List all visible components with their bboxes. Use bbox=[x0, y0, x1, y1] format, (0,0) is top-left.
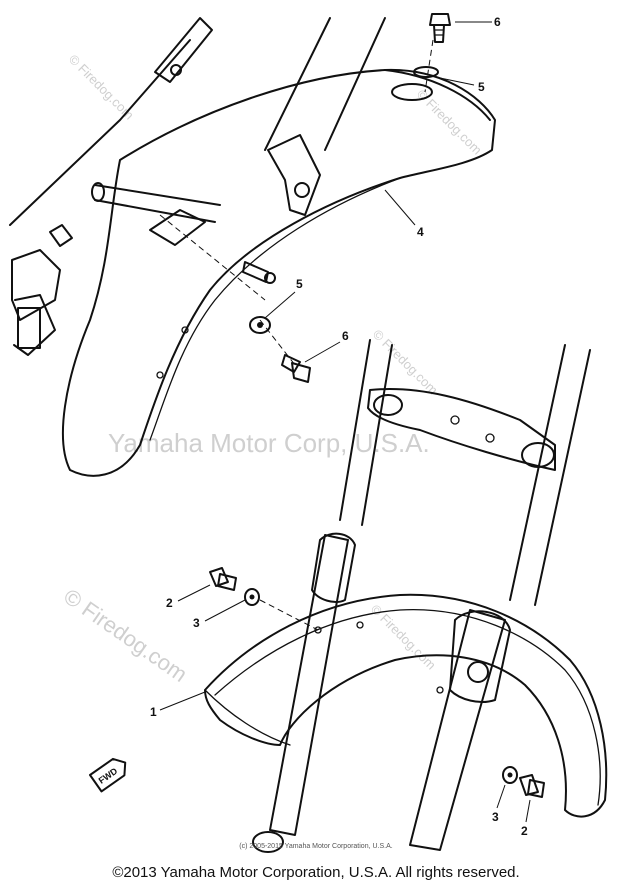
watermark-site-small-2: © Firedog.com bbox=[370, 327, 441, 398]
fork-boss-hole bbox=[467, 661, 489, 683]
washer-3-right bbox=[502, 766, 518, 784]
fender-1-outline bbox=[204, 593, 608, 818]
clamp-bolt-2 bbox=[485, 433, 495, 443]
watermark-layer: Yamaha Motor Corp, U.S.A. © Firedog.com … bbox=[59, 52, 485, 688]
bolt-6-mid bbox=[281, 354, 311, 383]
clamp-block bbox=[149, 209, 206, 246]
fender-1-hole-2 bbox=[356, 621, 364, 629]
washer-5-mid bbox=[249, 316, 271, 334]
handle-lever bbox=[13, 294, 56, 356]
fender-4-outline bbox=[61, 68, 496, 477]
callout-1: 1 bbox=[150, 705, 157, 719]
fork-tube-right-upper bbox=[509, 344, 591, 606]
fender-stud-end bbox=[264, 272, 276, 284]
callout-3-left: 3 bbox=[193, 616, 200, 630]
top-bracket-hole bbox=[170, 64, 182, 76]
washer-3-left bbox=[244, 588, 260, 606]
clamp-bolt-1 bbox=[450, 415, 460, 425]
top-bracket bbox=[154, 17, 213, 83]
callout-2-right: 2 bbox=[521, 824, 528, 838]
fork-leg-left-boot bbox=[311, 532, 356, 603]
watermark-center: Yamaha Motor Corp, U.S.A. bbox=[108, 428, 430, 458]
frame-tube-outer bbox=[324, 17, 386, 151]
callout-2-left: 2 bbox=[166, 596, 173, 610]
callout-leaders bbox=[159, 21, 531, 823]
bolt-2-right bbox=[519, 774, 545, 798]
clamp-boss-left bbox=[373, 394, 403, 416]
callout-3-right: 3 bbox=[492, 810, 499, 824]
small-copyright-credit: (c) 2005-2015 Yamaha Motor Corporation, … bbox=[239, 843, 393, 850]
frame-tube-left bbox=[9, 39, 191, 226]
fender-rivet-2 bbox=[156, 371, 164, 379]
fork-leg-left bbox=[269, 534, 349, 836]
fender-4-mount-hole bbox=[391, 83, 433, 101]
fork-leg-right-boss bbox=[449, 610, 511, 703]
fender-rivet-1 bbox=[181, 326, 189, 334]
frame-bar-end bbox=[91, 182, 105, 202]
callout-6-top: 6 bbox=[494, 15, 501, 29]
fender-4-inner-edge bbox=[384, 69, 491, 121]
fork-leg-right bbox=[409, 609, 506, 851]
triple-clamp bbox=[367, 388, 556, 471]
lower-fender-assembly: FWD bbox=[89, 339, 608, 853]
fender-stay bbox=[267, 134, 321, 216]
axle-boss-left bbox=[252, 831, 284, 853]
assembly-line-2 bbox=[159, 214, 266, 301]
fork-tube-left-upper bbox=[339, 339, 393, 526]
callout-5-mid: 5 bbox=[296, 277, 303, 291]
fender-4-rib bbox=[149, 179, 396, 441]
assembly-line-4 bbox=[259, 599, 319, 631]
clamp-boss-right bbox=[521, 442, 555, 468]
small-bracket bbox=[49, 224, 73, 247]
copyright-footer: ©2013 Yamaha Motor Corporation, U.S.A. A… bbox=[112, 864, 520, 881]
washer-5-top bbox=[413, 66, 439, 78]
callout-5-top: 5 bbox=[478, 80, 485, 94]
fender-stay-hole bbox=[294, 182, 310, 198]
upper-fender-assembly bbox=[9, 17, 496, 477]
fwd-direction-tag: FWD bbox=[89, 757, 127, 793]
callout-4: 4 bbox=[417, 225, 424, 239]
bolt-6-top bbox=[429, 13, 451, 43]
fender-1-hole-1 bbox=[314, 626, 322, 634]
callout-6-mid: 6 bbox=[342, 329, 349, 343]
switch-box bbox=[17, 307, 41, 349]
bolt-2-left bbox=[209, 567, 237, 591]
handle-assembly bbox=[11, 249, 61, 321]
fender-1-bead bbox=[204, 689, 291, 746]
assembly-line-1 bbox=[424, 39, 434, 93]
fender-1-edge bbox=[214, 608, 601, 806]
callout-numbers: 6 5 4 5 6 2 3 1 3 2 bbox=[150, 15, 528, 838]
fender-1-hole-3 bbox=[436, 686, 444, 694]
